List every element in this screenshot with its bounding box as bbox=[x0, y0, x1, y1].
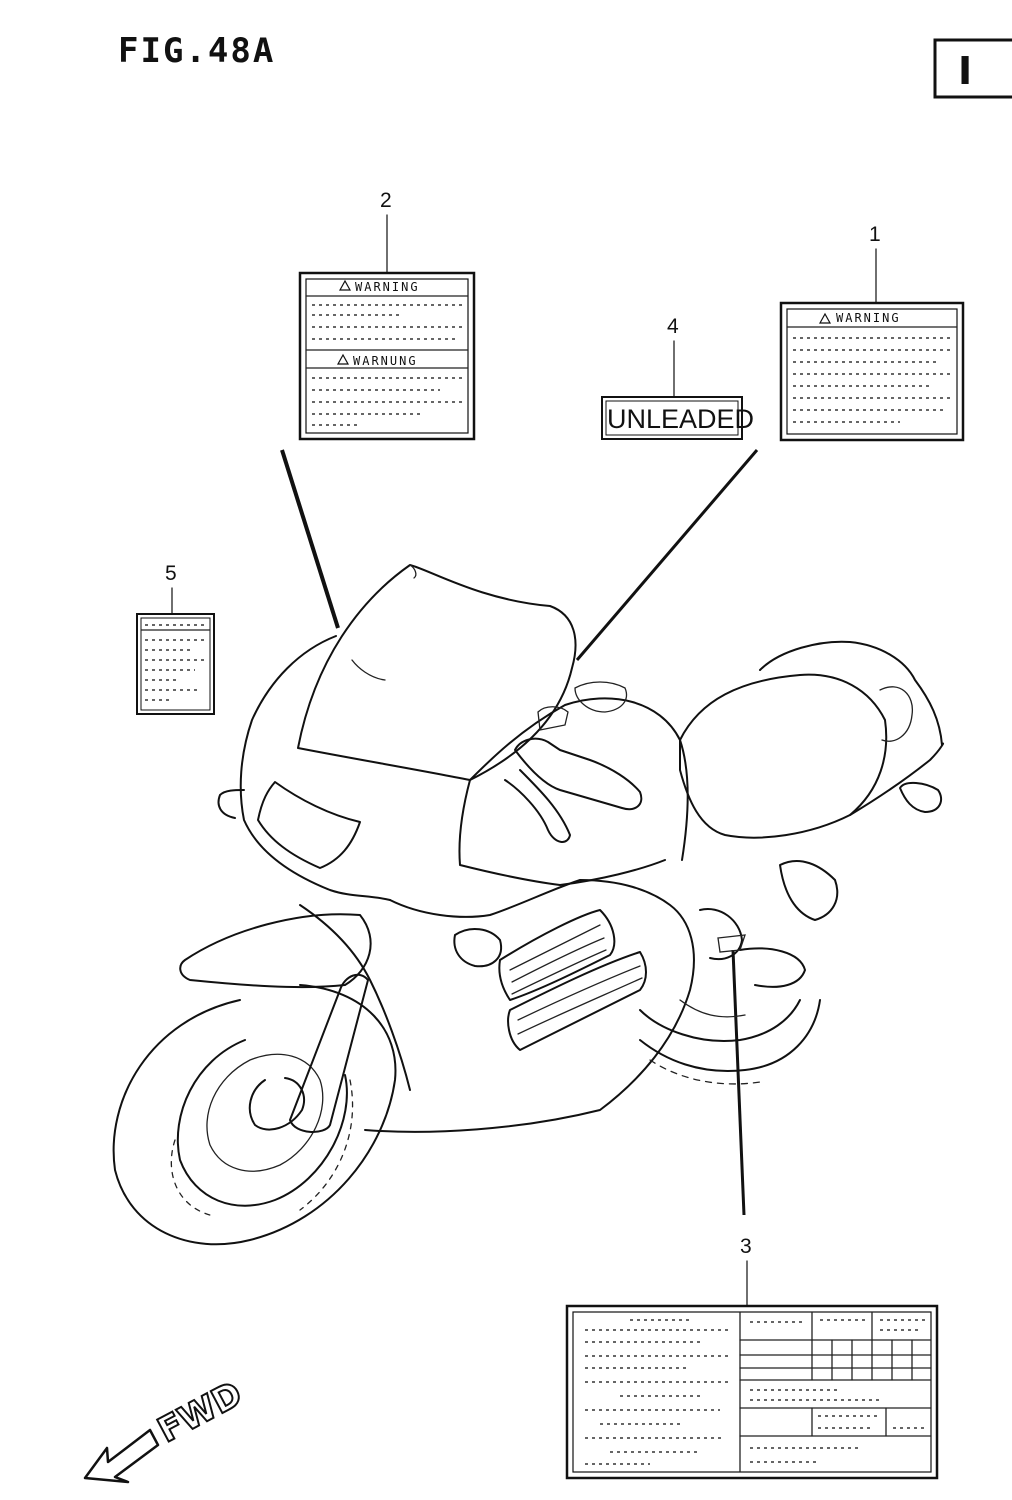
forward-arrow-icon bbox=[83, 1428, 160, 1484]
callout-number-3: 3 bbox=[740, 1235, 752, 1258]
callout-3: 3 bbox=[740, 1235, 752, 1307]
callout-4: 4 bbox=[667, 315, 679, 398]
callout-number-1: 1 bbox=[869, 223, 881, 246]
warning-triangle-icon bbox=[338, 279, 352, 291]
callout-5: 5 bbox=[165, 562, 177, 615]
label-2-heading-bottom: WARNUNG bbox=[353, 354, 418, 368]
forward-direction-marker: FWD bbox=[83, 1373, 250, 1484]
callout-number-2: 2 bbox=[380, 189, 392, 212]
tire-info-label-3 bbox=[565, 1304, 939, 1480]
unleaded-text: UNLEADED bbox=[607, 404, 754, 434]
callout-number-5: 5 bbox=[165, 562, 177, 585]
fwd-text: FWD bbox=[151, 1374, 248, 1451]
motorcycle-illustration bbox=[112, 564, 945, 1246]
warning-triangle-icon bbox=[336, 353, 350, 365]
fairing-vent-grille bbox=[498, 909, 647, 1051]
callout-2: 2 bbox=[380, 189, 392, 273]
unleaded-label: UNLEADED bbox=[601, 396, 754, 440]
callout-number-4: 4 bbox=[667, 315, 679, 338]
front-wheel bbox=[112, 984, 397, 1246]
figure-title: FIG.48A bbox=[118, 31, 275, 71]
corner-section-box: I bbox=[933, 38, 1012, 99]
warning-label-1: WARNING bbox=[779, 301, 965, 442]
label-2-heading-top: WARNING bbox=[355, 280, 420, 294]
callout-1: 1 bbox=[869, 223, 881, 304]
leader-lines bbox=[280, 449, 759, 1216]
warning-triangle-icon bbox=[818, 312, 832, 324]
warning-label-2: WARNING WARNUNG bbox=[298, 271, 476, 441]
label-1-heading: WARNING bbox=[836, 311, 901, 325]
corner-box-text: I bbox=[958, 49, 972, 93]
info-label-5 bbox=[136, 613, 215, 715]
